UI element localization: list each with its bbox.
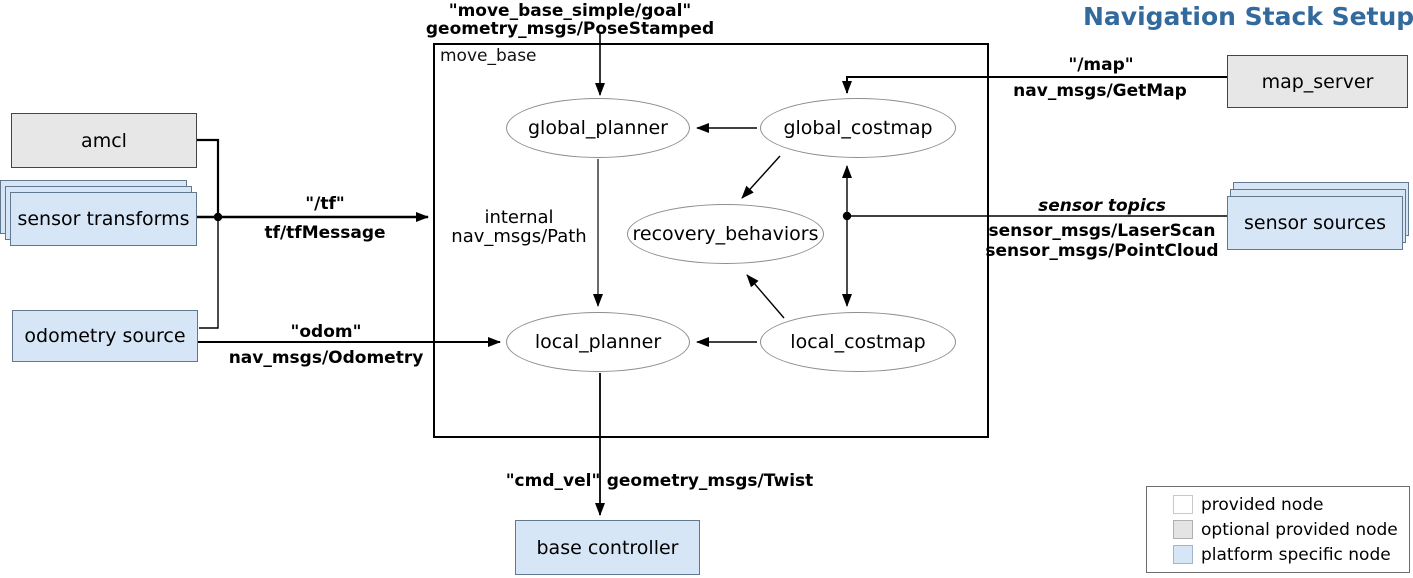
platform-node-label: platform specific node [1201,544,1391,565]
tf-type-label: tf/tfMessage [264,223,386,243]
cmd-vel-type-label: geometry_msgs/Twist [606,471,814,491]
sensor-sources-label: sensor sources [1244,212,1386,234]
goal-type-label: geometry_msgs/PoseStamped [425,19,715,39]
optional-node-swatch [1173,520,1193,539]
node-local-costmap: local_costmap [760,312,956,372]
map-server-label: map_server [1261,70,1374,93]
local-costmap-label: local_costmap [790,331,926,353]
node-recovery-behaviors: recovery_behaviors [627,204,824,264]
platform-node-swatch [1173,545,1193,564]
internal-type-label: nav_msgs/Path [451,226,587,247]
cmd-vel-topic-label: "cmd_vel" [505,471,601,491]
move-base-label: move_base [440,46,537,66]
node-base-controller: base controller [515,520,700,575]
odom-topic-label: "odom" [290,322,362,342]
odom-type-label: nav_msgs/Odometry [228,348,424,368]
edge-odom-tf [199,217,219,329]
sensor-sources-stack-front: sensor sources [1227,196,1403,250]
provided-node-swatch [1173,495,1193,514]
tf-junction-dot [213,212,223,222]
amcl-label: amcl [81,129,127,152]
sensor-type1-label: sensor_msgs/LaserScan [988,221,1216,241]
tf-topic-label: "/tf" [305,194,345,214]
legend-item-provided: provided node [1173,495,1409,515]
node-global-planner: global_planner [506,98,690,158]
node-map-server: map_server [1227,55,1408,108]
local-planner-label: local_planner [534,331,662,353]
global-costmap-label: global_costmap [783,117,933,139]
edge-amcl-tf [197,138,220,217]
recovery-behaviors-label: recovery_behaviors [632,223,819,245]
node-global-costmap: global_costmap [760,98,956,158]
map-type-label: nav_msgs/GetMap [1013,81,1187,101]
provided-node-label: provided node [1201,494,1324,515]
map-topic-label: "/map" [1068,55,1134,75]
page-title: Navigation Stack Setup [1083,2,1413,31]
node-local-planner: local_planner [506,312,690,372]
sensor-transforms-stack-front: sensor transforms [10,192,197,246]
internal-label: internal [484,207,554,228]
global-planner-label: global_planner [527,117,668,139]
base-controller-label: base controller [536,536,679,559]
goal-topic-label: "move_base_simple/goal" [448,1,692,21]
sensor-transforms-label: sensor transforms [17,208,190,230]
legend-item-platform: platform specific node [1173,545,1409,565]
optional-node-label: optional provided node [1201,519,1398,540]
legend: provided node optional provided node pla… [1146,486,1410,573]
node-amcl: amcl [11,113,197,168]
sensor-topics-label: sensor topics [1038,196,1166,216]
node-odometry-source: odometry source [12,310,198,362]
legend-item-optional: optional provided node [1173,520,1409,540]
sensor-type2-label: sensor_msgs/PointCloud [985,241,1219,261]
odometry-source-label: odometry source [24,325,186,347]
